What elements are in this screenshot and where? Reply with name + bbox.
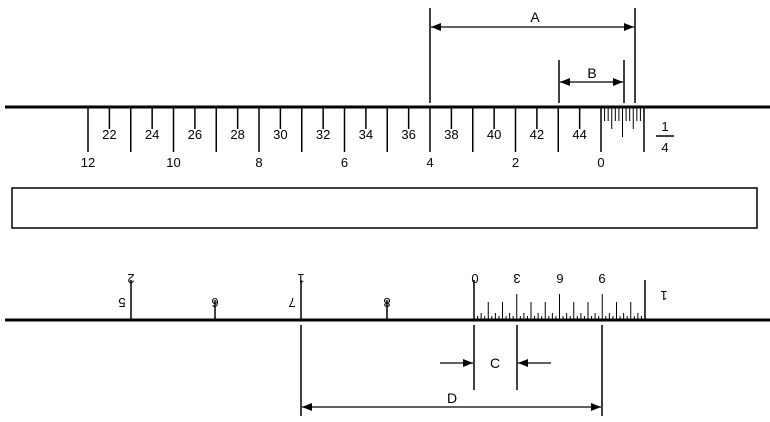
top-scale-label: 22	[102, 127, 116, 142]
bottom-scale-label: 5	[118, 295, 125, 310]
top-scale-label: 28	[230, 127, 244, 142]
top-scale-label: 42	[530, 127, 544, 142]
top-scale-label: 40	[487, 127, 501, 142]
bottom-scale-label: 7	[288, 295, 295, 310]
top-scale-label: 36	[401, 127, 415, 142]
top-scale-number: 8	[255, 155, 262, 170]
top-scale-label: 38	[444, 127, 458, 142]
top-scale-label: 24	[145, 127, 159, 142]
top-scale-label: 44	[572, 127, 586, 142]
top-scale-number: 4	[426, 155, 433, 170]
bottom-scale-inverted-label: 6	[556, 271, 563, 286]
bottom-scale-inverted-label: 1	[297, 271, 304, 286]
top-scale-number: 10	[166, 155, 180, 170]
fraction-numerator: 1	[661, 119, 668, 134]
top-scale-number: 2	[512, 155, 519, 170]
bottom-scale-label: 6	[211, 295, 218, 310]
ruler-center-groove	[11, 187, 758, 229]
bottom-scale-inverted-label: 0	[471, 271, 478, 286]
top-scale-label: 30	[273, 127, 287, 142]
dim-d-label: D	[447, 390, 457, 406]
top-scale-number: 0	[597, 155, 604, 170]
top-scale-number: 12	[81, 155, 95, 170]
top-scale-label: 26	[188, 127, 202, 142]
bottom-scale-label: 8	[383, 295, 390, 310]
fraction-denominator: 4	[661, 140, 668, 155]
top-scale-label: 34	[359, 127, 373, 142]
dim-b-label: B	[587, 65, 596, 81]
dim-a-label: A	[530, 9, 540, 25]
top-scale-label: 32	[316, 127, 330, 142]
top-scale-number: 6	[341, 155, 348, 170]
bottom-scale-inverted-label: 1	[660, 288, 667, 303]
dim-c-label: C	[490, 355, 500, 371]
bottom-scale-inverted-label: 9	[598, 271, 605, 286]
bottom-scale-inverted-label: 2	[127, 271, 134, 286]
bottom-scale-inverted-label: 3	[513, 271, 520, 286]
